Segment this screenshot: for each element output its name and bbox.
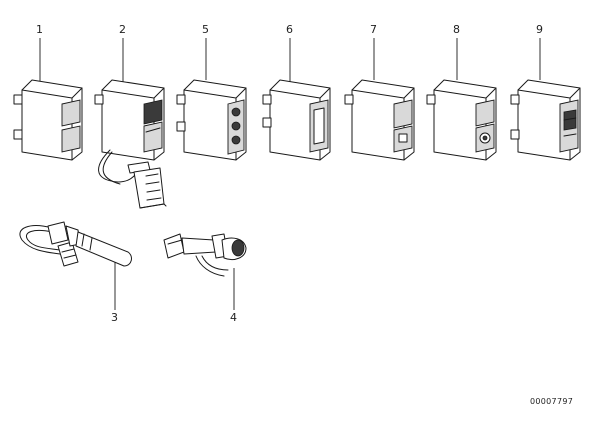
part-label-7: 7 xyxy=(370,23,377,36)
part-label-9: 9 xyxy=(536,23,543,36)
switch-part-8 xyxy=(426,79,497,161)
part-label-1: 1 xyxy=(36,23,43,36)
switch-part-5 xyxy=(176,79,247,161)
switch-part-6 xyxy=(262,79,331,161)
part-label-2: 2 xyxy=(119,23,126,36)
part-label-3: 3 xyxy=(111,311,118,324)
part-label-4: 4 xyxy=(230,311,237,324)
sensor-part-3 xyxy=(19,221,132,267)
switch-part-2 xyxy=(94,79,167,209)
switch-part-9 xyxy=(510,79,581,161)
part-label-8: 8 xyxy=(453,23,460,36)
reference-number: 00007797 xyxy=(530,397,574,406)
part-label-5: 5 xyxy=(202,23,209,36)
switch-part-7 xyxy=(344,79,415,161)
switch-part-1 xyxy=(13,79,83,161)
leader-lines xyxy=(39,38,541,310)
part-label-6: 6 xyxy=(286,23,293,36)
sensor-part-4 xyxy=(163,233,247,277)
